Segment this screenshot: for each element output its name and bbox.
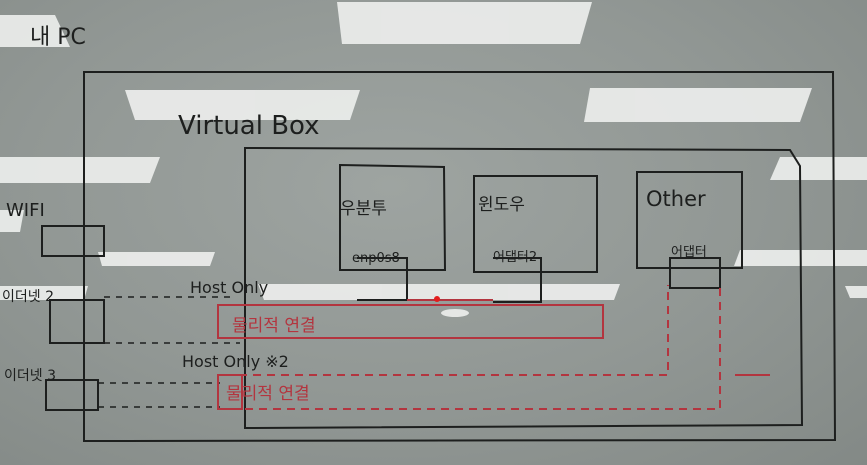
nic-label-ethernet3: 이더넷 3 [4, 368, 56, 384]
nic-box-ethernet3 [45, 379, 99, 411]
red-link-other-2 [245, 285, 721, 410]
host-only-label: Host Only [190, 278, 268, 297]
pc-box [83, 71, 837, 443]
red-dot [434, 296, 440, 302]
physical-link-label-2: 물리적 연결 [226, 384, 310, 404]
adapter-port-other [669, 257, 721, 289]
adapter-port-ubuntu [357, 257, 408, 301]
red-link-other [225, 285, 669, 376]
vm-box-windows [473, 175, 598, 273]
physical-link-box-2 [217, 374, 243, 410]
vm-box-other [636, 171, 743, 269]
vm-name-other: Other [646, 187, 706, 211]
host-only-2-label: Host Only ※2 [182, 352, 289, 371]
adapter-label-ubuntu: enp0s8 [352, 251, 400, 266]
vm-box-ubuntu [339, 163, 447, 271]
nic-box-ethernet2 [49, 299, 105, 344]
virtualbox-label: Virtual Box [178, 111, 320, 141]
nic-label-wifi: WIFI [6, 200, 45, 221]
adapter-label-windows: 어댑터2 [493, 250, 537, 265]
adapter-port-windows [493, 257, 542, 303]
nic-label-ethernet2: 이더넷 2 [2, 289, 54, 305]
virtualbox-box [244, 146, 804, 430]
pc-title: 내 PC [30, 25, 86, 50]
vm-name-windows: 윈도우 [478, 195, 525, 215]
adapter-label-other: 어댑터 [671, 245, 707, 260]
nic-box-wifi [41, 225, 105, 257]
physical-link-box-1 [217, 304, 604, 339]
physical-link-label-1: 물리적 연결 [232, 316, 316, 336]
vm-name-ubuntu: 우분투 [340, 199, 387, 219]
